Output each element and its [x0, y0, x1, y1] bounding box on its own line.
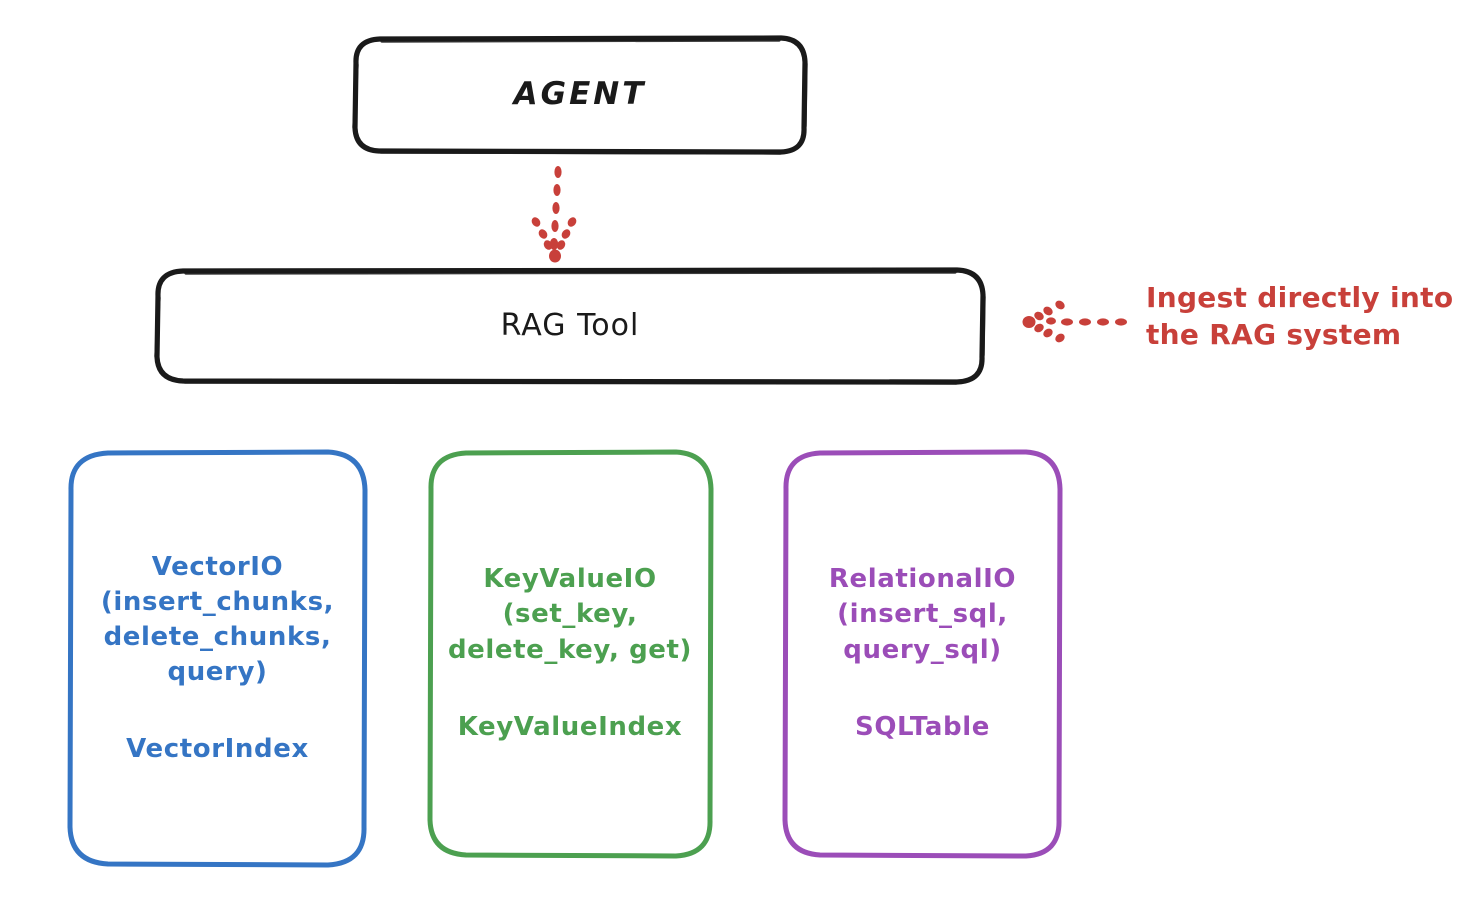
- sql-table-label: SQLTable: [855, 711, 990, 742]
- relational-io-box-outline: [782, 449, 1063, 859]
- vector-io-node: VectorIO (insert_chunks, delete_chunks, …: [70, 452, 365, 865]
- keyvalue-index-label: KeyValueIndex: [457, 711, 683, 742]
- agent-node-label: AGENT: [513, 76, 647, 113]
- relational-io-api-label: RelationalIO (insert_sql, query_sql): [828, 564, 1017, 665]
- vector-io-box-outline: [67, 449, 368, 868]
- rag-tool-node-label: RAG Tool: [500, 307, 640, 343]
- keyvalue-io-node: KeyValueIO (set_key, delete_key, get) Ke…: [430, 452, 710, 855]
- ingest-annotation-text: Ingest directly into the RAG system: [1146, 281, 1454, 351]
- keyvalue-io-box-outline: [427, 449, 714, 859]
- vector-io-api-label: VectorIO (insert_chunks, delete_chunks, …: [100, 551, 335, 688]
- ingest-annotation-connector: [1022, 300, 1127, 343]
- rag-tool-box-sketch-overlay: [154, 270, 986, 385]
- agent-box-sketch-overlay: [352, 38, 808, 155]
- vector-index-label: VectorIndex: [126, 734, 309, 765]
- keyvalue-io-api-label: KeyValueIO (set_key, delete_key, get): [447, 564, 693, 665]
- agent-to-rag-tool-connector: [531, 166, 577, 263]
- relational-io-node: RelationalIO (insert_sql, query_sql) SQL…: [785, 452, 1060, 855]
